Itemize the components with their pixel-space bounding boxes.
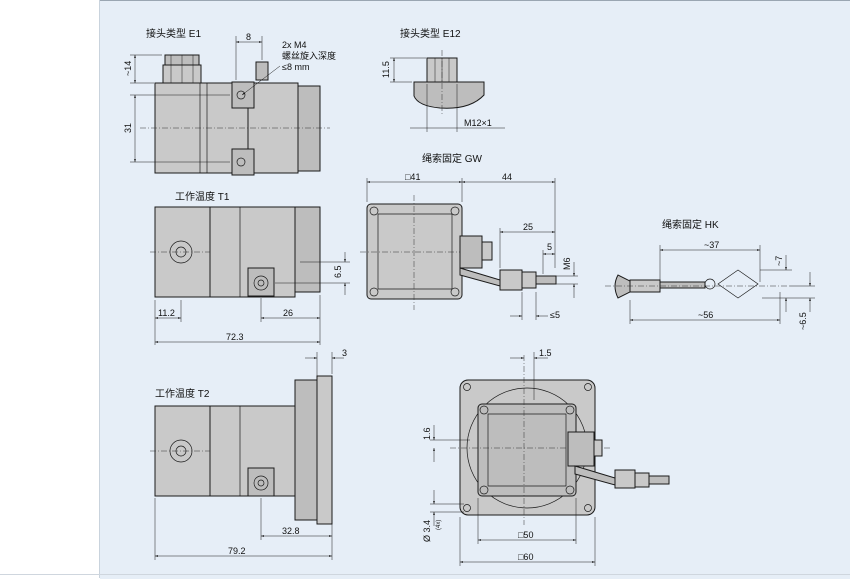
flange-clamp-2 (634, 472, 650, 488)
t1-hole-outer (253, 275, 269, 291)
dim-m12: M12×1 (464, 118, 492, 128)
flange-rod (648, 475, 670, 485)
t2-hole-outer (253, 475, 269, 491)
dim-le5: ≤5 (550, 310, 560, 320)
gw-cable (459, 267, 501, 287)
t1-hole-inner (257, 279, 265, 287)
gw-clamp-1 (499, 269, 523, 291)
label-e1: 接头类型 E1 (146, 27, 201, 40)
left-margin (0, 0, 100, 578)
dim-8: 8 (246, 32, 251, 42)
flange-clamp-1 (614, 469, 636, 489)
gw-clamp-2 (521, 271, 537, 289)
label-e12: 接头类型 E12 (400, 27, 461, 40)
dim-m6: M6 (562, 257, 572, 270)
e1-screw-hole-bottom (236, 157, 246, 167)
e1-screw-hole-top (236, 90, 246, 100)
dim-sq41: □41 (405, 172, 420, 182)
t1-mount-block (247, 267, 275, 297)
note-m4-1: 2x M4 (282, 40, 307, 50)
dim-11-2: 11.2 (158, 308, 175, 318)
dim-6-5: 6.5 (333, 265, 343, 278)
dim-56: ~56 (698, 310, 713, 320)
flange-body (477, 403, 577, 497)
hk-sleeve (629, 279, 661, 293)
gw-rod (535, 275, 557, 285)
view-e12: 接头类型 E12 11.5 M12×1 (381, 27, 505, 132)
note-m4-3: ≤8 mm (282, 62, 309, 72)
dim-26: 26 (283, 308, 293, 318)
view-t1: 工作温度 T1 11.2 26 72.3 (150, 190, 350, 345)
gw-outlet (459, 235, 483, 269)
dim-sq50: □50 (518, 530, 533, 540)
hk-rope (659, 281, 706, 289)
dim-79-2: 79.2 (228, 546, 246, 556)
gw-outlet-nut (481, 241, 493, 261)
e12-housing-cut (413, 81, 485, 109)
view-e1: 接头类型 E1 8 2x M4 螺丝旋入深度 (123, 27, 336, 176)
label-gw: 绳索固定 GW (422, 152, 483, 165)
dim-11-5: 11.5 (381, 61, 391, 78)
dim-3: 3 (342, 348, 347, 358)
label-hk: 绳索固定 HK (662, 218, 719, 231)
hk-shackle (717, 269, 759, 299)
e1-drum (297, 85, 321, 172)
dim-44: 44 (502, 172, 512, 182)
flange-outlet (567, 431, 595, 467)
e1-mount-block-bottom (231, 148, 255, 176)
sheet-bottom-border (0, 574, 850, 575)
flange-outlet-nut (593, 439, 603, 457)
dim-4x: (4x) (436, 520, 442, 530)
dim-14: ~14 (123, 61, 133, 76)
dim-72-3: 72.3 (226, 332, 244, 342)
gw-plate (366, 203, 463, 300)
dim-phi-3-4: Ø 3.4 (422, 520, 432, 542)
dim-5: 5 (547, 242, 552, 252)
sheet-left-border (99, 0, 100, 578)
dim-32-8: 32.8 (282, 526, 300, 536)
label-t2: 工作温度 T2 (155, 387, 210, 400)
e1-mount-block-top (231, 81, 255, 109)
hk-ring (704, 278, 716, 290)
note-m4-2: 螺丝旋入深度 (282, 50, 336, 61)
t2-flange (316, 375, 333, 525)
view-flange-front: 1.5 1.6 Ø 3.4 (4x) □50 □60 (422, 348, 670, 566)
dim-6-5b: ~6.5 (798, 312, 808, 330)
hk-head (614, 274, 631, 299)
t2-plate (294, 379, 318, 521)
view-gw: 绳索固定 GW □41 44 25 5 (360, 152, 578, 320)
view-t2: 工作温度 T2 3 32.8 79.2 (150, 348, 347, 560)
dim-37: ~37 (704, 240, 719, 250)
t1-housing-mid (209, 206, 296, 298)
dim-1-5: 1.5 (539, 348, 552, 358)
label-t1: 工作温度 T1 (175, 190, 230, 203)
view-hk: 绳索固定 HK ~37 ~56 ~7 ~6.5 (605, 218, 815, 330)
dim-1-6: 1.6 (422, 427, 432, 440)
t1-drum (294, 206, 321, 293)
dim-sq60: □60 (518, 552, 533, 562)
e1-pin (255, 61, 269, 81)
dim-31: 31 (123, 123, 133, 133)
dim-25: 25 (523, 222, 533, 232)
t2-mount-block (247, 467, 275, 497)
t2-hole-inner (257, 479, 265, 487)
dim-7: ~7 (774, 256, 784, 266)
